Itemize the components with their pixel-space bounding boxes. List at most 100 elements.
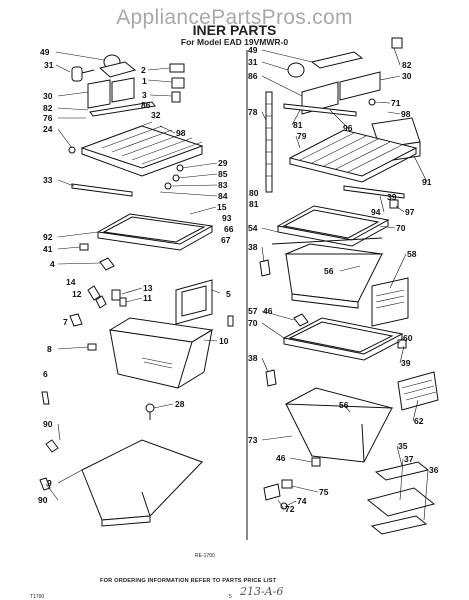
callout-79: 79	[297, 131, 307, 141]
callout-13: 13	[143, 283, 153, 293]
model-line: For Model EAD 19VMWR-0	[180, 37, 289, 47]
callout-67: 67	[221, 235, 231, 245]
callout-37: 37	[404, 454, 414, 464]
callout-70: 70	[396, 223, 406, 233]
callout-28: 28	[175, 399, 185, 409]
callout-78: 78	[248, 107, 258, 117]
callout-46-lower: 46	[276, 453, 286, 463]
callout-29: 29	[218, 158, 228, 168]
callout-60: 60	[403, 333, 413, 343]
meat-pan-right	[284, 387, 394, 463]
callout-4: 4	[50, 259, 55, 269]
callout-24: 24	[43, 124, 53, 134]
handwritten-note: 213-A-6	[240, 585, 284, 598]
callout-83: 83	[218, 180, 228, 190]
callout-90: 90	[43, 419, 53, 429]
callout-10: 10	[219, 336, 229, 346]
callout-30-right: 30	[402, 71, 412, 81]
glass-shelf-right-lower	[282, 317, 404, 361]
callout-2: 2	[141, 65, 146, 75]
callout-82: 82	[43, 103, 53, 113]
callout-14: 14	[66, 277, 76, 287]
callout-85: 85	[218, 169, 228, 179]
shelf-rail	[89, 101, 156, 117]
callout-56: 56	[324, 266, 334, 276]
callout-94: 94	[371, 207, 381, 217]
callout-82-right: 82	[402, 60, 412, 70]
callout-38-lower: 38	[248, 353, 258, 363]
callout-8: 8	[47, 344, 52, 354]
callout-49: 49	[40, 47, 50, 57]
callout-98: 98	[176, 128, 186, 138]
bracket-part	[169, 63, 185, 73]
callout-33: 33	[43, 175, 53, 185]
glass-shelf-left	[96, 213, 214, 251]
callout-80: 80	[249, 188, 259, 198]
glass-shelf-right-upper	[276, 205, 390, 247]
callout-12: 12	[72, 289, 82, 299]
callout-97: 97	[405, 207, 415, 217]
callout-32: 32	[151, 110, 161, 120]
leader-lines	[45, 47, 429, 521]
crisper-drawer-right	[271, 237, 384, 309]
callout-86: 86	[141, 100, 151, 110]
control-housing	[87, 79, 111, 109]
pan-cover	[366, 487, 436, 517]
pan-front-panel	[397, 371, 439, 411]
callout-66: 66	[224, 224, 234, 234]
shelf-bar	[71, 183, 133, 197]
callout-74: 74	[297, 496, 307, 506]
callout-7: 7	[63, 317, 68, 327]
callout-72: 72	[285, 504, 295, 514]
callout-numbers-left: 49 31 2 1 3 30 82 76 86 32 24 98 29 85 8…	[38, 47, 234, 505]
ordering-note: FOR ORDERING INFORMATION REFER TO PARTS …	[100, 578, 277, 584]
callout-38: 38	[248, 242, 258, 252]
callout-86-right: 86	[248, 71, 258, 81]
crisper-pan-left	[108, 317, 214, 389]
callout-81-lower: 81	[249, 199, 259, 209]
wire-shelf-upper-left	[80, 121, 204, 177]
callout-62: 62	[414, 416, 424, 426]
light-socket	[71, 66, 83, 82]
callout-90-lower: 90	[38, 495, 48, 505]
callout-31-right: 31	[248, 57, 258, 67]
page-number: 5	[229, 594, 232, 600]
drawer-front-panel	[371, 277, 409, 327]
callout-15: 15	[217, 202, 227, 212]
right-column-parts	[259, 37, 439, 535]
callout-57: 57	[248, 306, 258, 316]
callout-93: 93	[222, 213, 232, 223]
callout-49-right: 49	[248, 45, 258, 55]
callout-56-lower: 56	[339, 400, 349, 410]
callout-84: 84	[218, 191, 228, 201]
catalog-code: T1700	[30, 594, 45, 600]
light-bulb-right	[287, 62, 305, 78]
callout-3: 3	[142, 90, 147, 100]
callout-73: 73	[248, 435, 258, 445]
callout-71: 71	[391, 98, 401, 108]
light-shield	[98, 61, 137, 78]
callout-39: 39	[387, 192, 397, 202]
callout-75: 75	[319, 487, 329, 497]
callout-54: 54	[248, 223, 258, 233]
callout-5: 5	[226, 289, 231, 299]
watermark: AppliancePartsPros.com	[116, 6, 353, 29]
callout-91: 91	[422, 177, 432, 187]
callout-76: 76	[43, 113, 53, 123]
meat-pan-left	[80, 439, 204, 527]
shelf-ladder-rail	[265, 91, 273, 193]
callout-46: 46	[263, 306, 273, 316]
diagram-title: INER PARTS	[192, 22, 277, 38]
callout-36: 36	[429, 465, 439, 475]
callout-6: 6	[43, 369, 48, 379]
callout-39-lower: 39	[401, 358, 411, 368]
callout-31: 31	[44, 60, 54, 70]
callout-numbers-right: 49 31 82 30 86 71 78 81 79 98 96 91 80 8…	[248, 45, 439, 514]
callout-9: 9	[47, 478, 52, 488]
callout-1: 1	[142, 76, 147, 86]
left-column-parts	[39, 54, 234, 527]
callout-96: 96	[343, 123, 353, 133]
drawing-reference-code: RE-1700	[195, 553, 215, 559]
callout-35: 35	[398, 441, 408, 451]
